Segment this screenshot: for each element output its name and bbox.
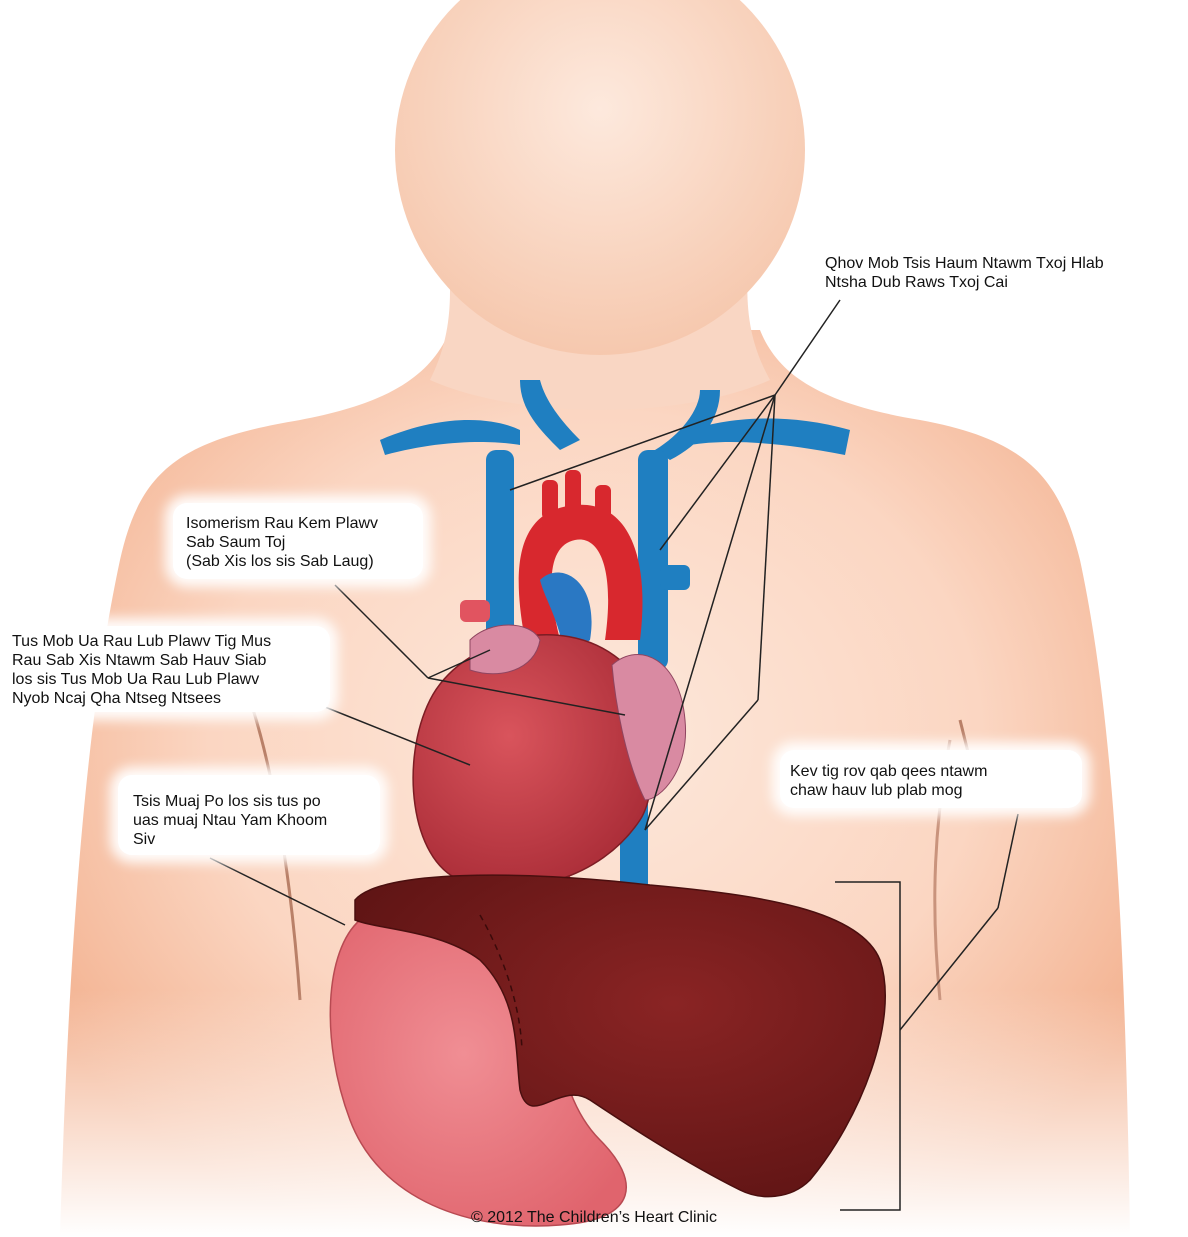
label-spleen: Tsis Muaj Po los sis tus po uas muaj Nta… [133,792,327,849]
copyright-notice: © 2012 The Children’s Heart Clinic [0,1209,1188,1227]
label-heart-position: Tus Mob Ua Rau Lub Plawv Tig Mus Rau Sab… [12,632,271,708]
label-situs-inversus: Kev tig rov qab qees ntawm chaw hauv lub… [790,762,987,800]
label-atrial-isomerism: Isomerism Rau Kem Plawv Sab Saum Toj (Sa… [186,514,378,571]
label-abnormal-veins: Qhov Mob Tsis Haum Ntawm Txoj Hlab Ntsha… [825,254,1104,292]
